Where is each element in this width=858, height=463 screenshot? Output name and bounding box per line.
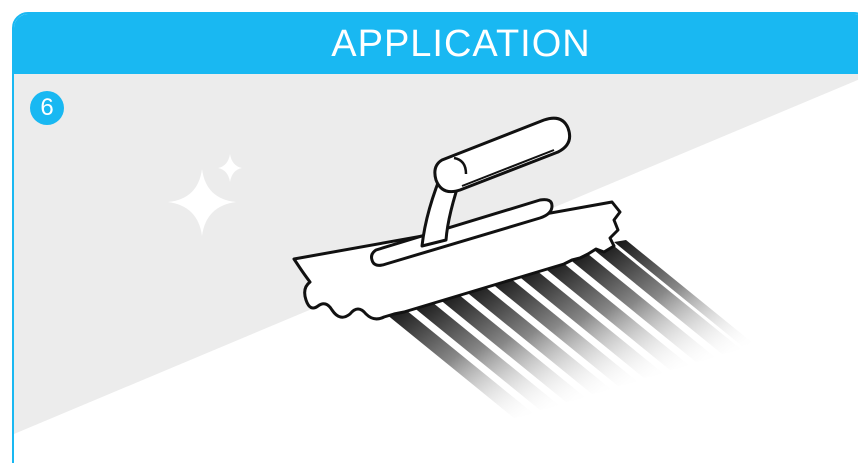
- illustration-svg: [14, 74, 858, 463]
- step-number: 6: [40, 96, 53, 120]
- header-title: APPLICATION: [291, 23, 590, 66]
- step-number-badge: 6: [30, 91, 64, 125]
- illustration-area: 6: [14, 74, 858, 463]
- header-bar: APPLICATION: [14, 14, 858, 74]
- step-card: APPLICATION: [12, 12, 858, 463]
